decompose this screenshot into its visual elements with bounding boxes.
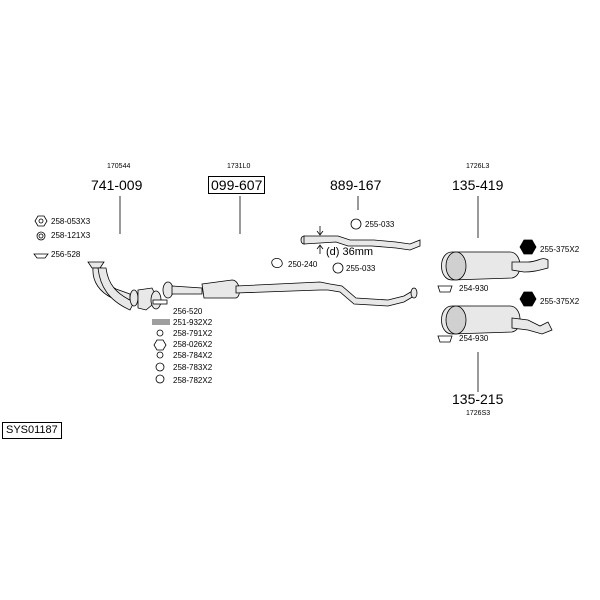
fitting-code: 254-930 [459,284,489,293]
fitting-code: 254-930 [459,334,489,343]
fitting-code: 255-375X2 [540,297,580,306]
fitting-code: 258-026X2 [173,340,213,349]
hanger-icon [271,258,283,268]
part-number: 741-009 [91,177,143,193]
fitting-code: 258-783X2 [173,363,213,372]
nut-hole [38,218,44,224]
fitting-code: 258-121X3 [51,231,91,240]
clamp-icon [437,335,453,343]
ring-icon [152,299,168,305]
rear-silencer-upper [441,251,549,281]
fitting-code: 250-240 [288,260,318,269]
dimension-note: (d) 36mm [326,246,374,258]
ref-number: 1726L3 [466,163,490,170]
fitting-code: 251-932X2 [173,318,213,327]
ref-number: 1726S3 [466,410,491,417]
system-id: SYS01187 [2,422,62,439]
clamp-icon [155,374,165,384]
fitting-code: 255-033 [365,220,395,229]
clamp-icon [332,262,344,274]
front-pipe [87,261,162,311]
bracket-icon [519,239,537,255]
ref-number: 1731L0 [227,163,251,170]
fitting-code: 256-520 [173,307,203,316]
part-number: 889-167 [330,177,382,193]
washer-hole [38,233,44,239]
fitting-code: 258-782X2 [173,376,213,385]
part-number: 135-419 [452,177,504,193]
fitting-code: 258-791X2 [173,329,213,338]
fitting-code: 258-784X2 [173,351,213,360]
fitting-code: 255-375X2 [540,245,580,254]
clamp-icon [437,285,453,293]
ref-number: 170544 [107,163,131,170]
clamp-icon [350,218,362,230]
bolt-icon [156,329,164,337]
gasket-icon [33,253,49,259]
spring-icon [152,319,170,325]
catalytic-converter-section [162,279,418,307]
center-pipe [300,235,421,251]
washer-icon [156,351,164,359]
fitting-code: 258-053X3 [51,217,91,226]
bracket-icon [519,291,537,307]
dimension-arrow [316,226,324,254]
part-number: 135-215 [452,391,504,407]
rear-silencer-lower [441,305,553,335]
clamp-icon [155,362,165,372]
fitting-code: 255-033 [346,264,376,273]
nut-icon [153,339,167,351]
fitting-code: 256-528 [51,250,81,259]
part-number: 099-607 [208,176,266,194]
